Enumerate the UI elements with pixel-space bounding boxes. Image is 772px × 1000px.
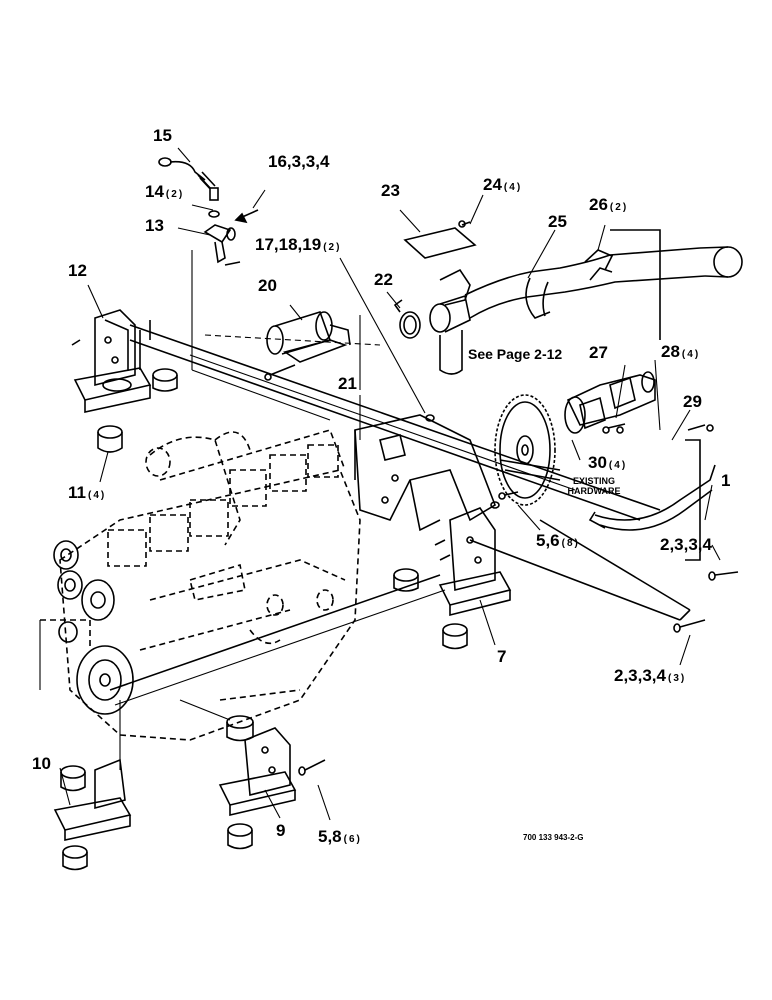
coupler-27	[564, 371, 656, 434]
callout-10: 10	[32, 755, 53, 776]
callout-20: 20	[258, 277, 279, 298]
callout-27-label: 27	[589, 343, 608, 362]
callout-24: 24(4)	[483, 176, 522, 197]
callout-16-3-3-4: 16,3,3,4	[268, 153, 331, 174]
callout-10-label: 10	[32, 754, 51, 773]
callout-28: 28(4)	[661, 343, 700, 364]
callout-1: 1	[721, 472, 732, 493]
callout-30: 30(4)	[588, 454, 627, 475]
callout-24-label: 24	[483, 175, 502, 194]
exhaust-pipe-25	[464, 229, 743, 340]
callout-2-3-3-4-a-label: 2,3,3,4	[660, 535, 712, 554]
callout-13: 13	[145, 217, 166, 238]
callout-26-label: 26	[589, 195, 608, 214]
callout-2-3-3-4-a: 2,3,3,4	[660, 536, 714, 557]
callout-29: 29	[683, 393, 704, 414]
callout-25: 25	[548, 213, 569, 234]
callout-5-8: 5,8(6)	[318, 828, 362, 849]
leader-lines	[39, 147, 721, 821]
existing-hardware-note: EXISTING HARDWARE	[556, 476, 632, 496]
engine-block	[40, 429, 361, 741]
callout-20-label: 20	[258, 276, 277, 295]
callout-17-qty: (2)	[323, 242, 342, 253]
heat-shield-23	[403, 220, 477, 259]
callout-11-qty: (4)	[87, 490, 107, 501]
sensor-assembly	[158, 157, 259, 266]
callout-11: 11(4)	[68, 484, 106, 505]
callout-30-label: 30	[588, 453, 607, 472]
callout-21: 21	[338, 375, 359, 396]
callout-9-label: 9	[276, 821, 286, 840]
drive-gear	[494, 394, 561, 506]
callout-11-label: 11	[68, 483, 86, 502]
callout-7: 7	[497, 648, 508, 669]
callout-25-label: 25	[548, 212, 567, 231]
callout-2-3-3-4-b: 2,3,3,4(3)	[614, 667, 686, 688]
callout-24-qty: (4)	[503, 182, 523, 193]
callout-23: 23	[381, 182, 402, 203]
callout-22: 22	[374, 271, 395, 292]
existing-hardware-line2: HARDWARE	[567, 486, 621, 496]
callout-1-label: 1	[721, 471, 731, 490]
frame-rails	[109, 320, 691, 706]
callout-7-label: 7	[497, 647, 507, 666]
starter-motor-20	[264, 311, 351, 381]
callout-12: 12	[68, 262, 89, 283]
callout-23-label: 23	[381, 181, 400, 200]
mount-10	[53, 758, 132, 871]
brace-strap-29	[588, 424, 716, 561]
callout-28-label: 28	[661, 342, 680, 361]
callout-26: 26(2)	[589, 196, 628, 217]
see-page-note: See Page 2-12	[468, 346, 563, 362]
mount-12	[71, 309, 178, 453]
callout-2-3-3-4-b-label: 2,3,3,4	[614, 666, 666, 685]
callout-29-label: 29	[683, 392, 702, 411]
callout-13-label: 13	[145, 216, 164, 235]
existing-hardware-line1: EXISTING	[572, 476, 615, 486]
callout-14: 14(2)	[145, 183, 184, 204]
callout-28-qty: (4)	[681, 349, 701, 360]
callout-21-label: 21	[338, 374, 357, 393]
mount-7	[393, 507, 512, 650]
callout-5-6: 5,6(8)	[536, 532, 580, 553]
frame-bracket-21	[354, 414, 496, 532]
callout-15: 15	[153, 127, 174, 148]
callout-14-qty: (2)	[165, 189, 185, 200]
callout-26-qty: (2)	[609, 202, 629, 213]
callout-2-3-3-4-b-qty: (3)	[668, 673, 687, 684]
callout-9: 9	[276, 822, 287, 843]
hardware-bolts	[298, 414, 739, 776]
callout-27: 27	[589, 344, 610, 365]
callout-5-8-qty: (6)	[343, 834, 362, 845]
exhaust-bracket	[429, 268, 471, 375]
callout-5-6-qty: (8)	[561, 538, 580, 549]
callout-30-qty: (4)	[608, 460, 628, 471]
exhaust-clamp-22	[393, 299, 421, 339]
callout-16-label: 16,3,3,4	[268, 152, 330, 171]
mount-9	[218, 715, 297, 850]
callout-5-8-label: 5,8	[318, 827, 342, 846]
callout-12-label: 12	[68, 261, 87, 280]
document-number: 700 133 943-2-G	[523, 833, 584, 842]
callout-5-6-label: 5,6	[536, 531, 560, 550]
callout-17-label: 17,18,19	[255, 235, 322, 254]
callout-14-label: 14	[145, 182, 164, 201]
callout-22-label: 22	[374, 270, 393, 289]
callout-17-18-19: 17,18,19(2)	[255, 236, 341, 257]
callout-15-label: 15	[153, 126, 172, 145]
